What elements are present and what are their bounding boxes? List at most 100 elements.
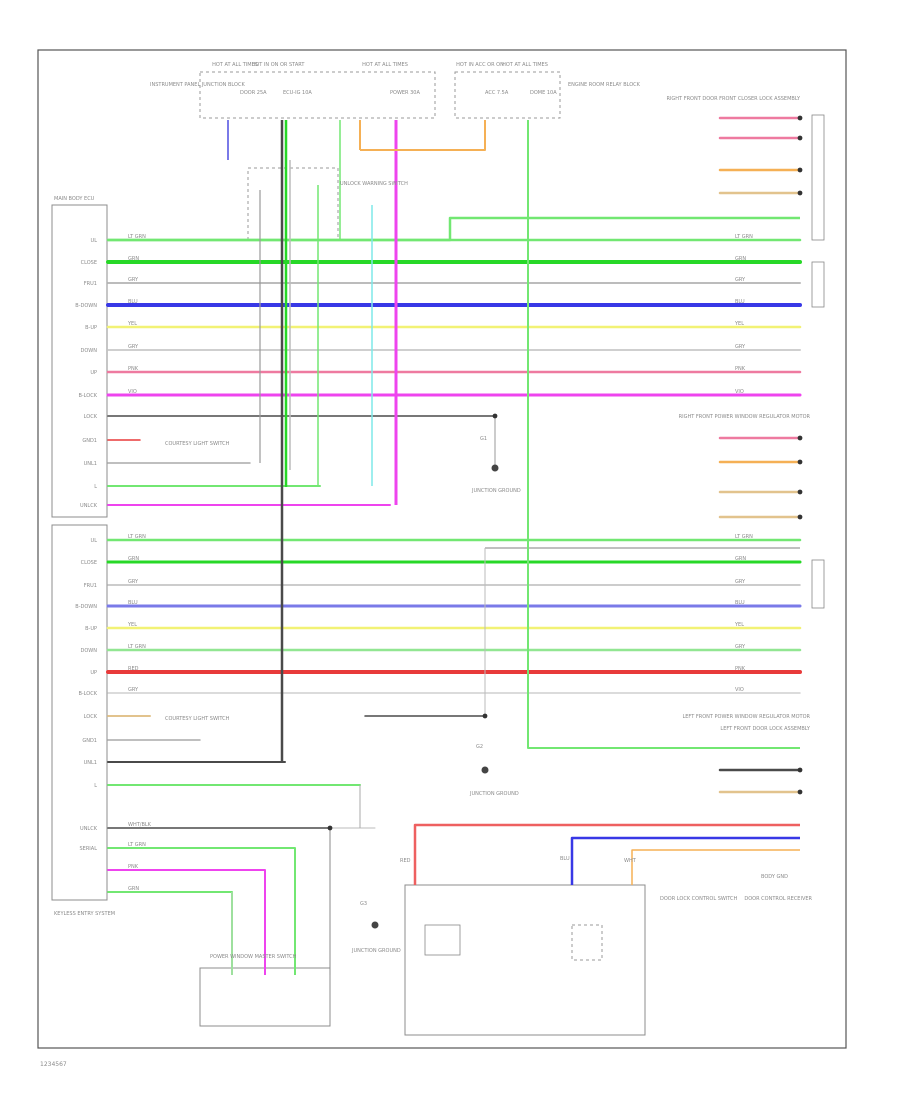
fuse-box-engine bbox=[454, 71, 561, 119]
fuse-name: ACC 7.5A bbox=[485, 90, 509, 96]
marks-layer bbox=[327, 115, 803, 929]
wire-color-label: GRY bbox=[128, 687, 139, 693]
wire-color-label-right: GRY bbox=[735, 644, 746, 650]
key-switch-label: UNLOCK WARNING SWITCH bbox=[340, 181, 408, 187]
wire-color-label: WHT/BLK bbox=[128, 822, 152, 828]
fuse-caption: HOT IN ACC OR ON bbox=[456, 62, 504, 68]
wire-color-label-right: VIO bbox=[735, 687, 744, 693]
motor-inner-box bbox=[424, 924, 461, 956]
connector-pin bbox=[797, 435, 803, 441]
pin-label: UP bbox=[90, 670, 97, 676]
lower-orange-wire bbox=[631, 849, 800, 885]
ground-g1 bbox=[491, 464, 499, 472]
master-switch-box bbox=[199, 967, 331, 1027]
wire-color-label: RED bbox=[128, 666, 139, 672]
wire-color-label: YEL bbox=[127, 321, 137, 327]
left-door-lock-outline bbox=[811, 559, 825, 609]
pin-label: UP bbox=[90, 370, 97, 376]
pin-label: B-DOWN bbox=[75, 303, 97, 309]
splice-upper bbox=[492, 413, 498, 419]
ground-g3 bbox=[371, 921, 379, 929]
ground-point bbox=[491, 464, 499, 472]
wire-color-label-right: BLU bbox=[735, 600, 745, 606]
pin-label: LOCK bbox=[84, 414, 98, 420]
pin-label: SERIAL bbox=[80, 846, 98, 852]
courtesy-label-r: COURTESY LIGHT SWITCH bbox=[165, 441, 230, 447]
wire-color-label: RED bbox=[400, 858, 411, 864]
main-body-ecu-label: MAIN BODY ECU bbox=[54, 196, 95, 202]
wire-color-label: LT GRN bbox=[128, 234, 146, 240]
main-body-ecu-box bbox=[51, 204, 108, 518]
master-switch-label: POWER WINDOW MASTER SWITCH bbox=[210, 954, 297, 960]
connector-pin bbox=[797, 167, 803, 173]
ground-label: JUNCTION GROUND bbox=[351, 948, 401, 954]
fuse-caption: HOT AT ALL TIMES bbox=[362, 62, 408, 68]
lower-red-wire bbox=[413, 823, 800, 885]
pin-label: LOCK bbox=[84, 714, 98, 720]
wire-color-label: GRY bbox=[128, 277, 139, 283]
footer-code: 1234567 bbox=[40, 1061, 67, 1068]
wire-color-label: GRN bbox=[128, 886, 139, 892]
pin-label: GND1 bbox=[82, 438, 97, 444]
pin-label: FRU1 bbox=[84, 281, 97, 287]
wire-color-label-right: LT GRN bbox=[735, 534, 753, 540]
fuse-caption: HOT AT ALL TIMES bbox=[502, 62, 548, 68]
wire-color-label-right: GRN bbox=[735, 556, 746, 562]
ground-label: G3 bbox=[360, 901, 367, 907]
connector-pin bbox=[797, 789, 803, 795]
pin-label: UNL1 bbox=[84, 461, 97, 467]
ground-label: JUNCTION GROUND bbox=[471, 488, 521, 494]
lt-green-top-route bbox=[108, 216, 800, 242]
pin-label: B-LOCK bbox=[78, 393, 97, 399]
pin-label: UNLCK bbox=[80, 826, 98, 832]
ground-point bbox=[371, 921, 379, 929]
wire-color-label: GRY bbox=[128, 579, 139, 585]
door-control-label: DOOR CONTROL RECEIVER bbox=[744, 896, 812, 902]
pin-label: CLOSE bbox=[81, 260, 97, 266]
pin-label: B-UP bbox=[85, 325, 97, 331]
pin-label: GND1 bbox=[82, 738, 97, 744]
wire-color-label: PNK bbox=[128, 864, 139, 870]
fuse-caption: HOT IN ON OR START bbox=[252, 62, 306, 68]
wire-color-label-right: YEL bbox=[734, 622, 744, 628]
fuse-name: ECU-IG 10A bbox=[283, 90, 312, 96]
pin-label: L bbox=[94, 783, 97, 789]
pin-label: FRU1 bbox=[84, 583, 97, 589]
motor-sensor-box bbox=[571, 924, 603, 961]
pin-label: UL bbox=[91, 238, 98, 244]
fuse-box-instrument bbox=[199, 71, 436, 119]
orange-route bbox=[360, 120, 486, 151]
cutout-label: DOOR LOCK CONTROL SWITCH bbox=[660, 896, 738, 902]
right-window-motor-outline bbox=[811, 114, 825, 241]
keyless-label: KEYLESS ENTRY SYSTEM bbox=[54, 911, 115, 917]
pin-label: UNL1 bbox=[84, 760, 97, 766]
fuse-name: DOME 10A bbox=[530, 90, 557, 96]
wire-color-label-right: GRY bbox=[735, 277, 746, 283]
connector-pin bbox=[797, 514, 803, 520]
ground-label: G1 bbox=[480, 436, 487, 442]
wire-color-label-right: VIO bbox=[735, 389, 744, 395]
connector-pin bbox=[797, 135, 803, 141]
lower-blue-wire bbox=[570, 836, 800, 885]
pin-label: DOWN bbox=[81, 648, 98, 654]
wire-color-label-right: PNK bbox=[735, 366, 746, 372]
splice-switch bbox=[327, 825, 333, 831]
ground-label: G2 bbox=[476, 744, 483, 750]
connector-pin bbox=[797, 115, 803, 121]
fuse-name: POWER 30A bbox=[390, 90, 420, 96]
wire-color-label: WHT bbox=[624, 858, 637, 864]
right-window-label: RIGHT FRONT POWER WINDOW REGULATOR MOTOR bbox=[679, 414, 811, 420]
wire-color-label: YEL bbox=[127, 622, 137, 628]
ground-point bbox=[481, 766, 489, 774]
connector-pin bbox=[797, 190, 803, 196]
wire-color-label: PNK bbox=[128, 366, 139, 372]
front-door-lock-label: RIGHT FRONT DOOR FRONT CLOSER LOCK ASSEM… bbox=[666, 96, 800, 102]
instrument-panel-label: INSTRUMENT PANEL JUNCTION BLOCK bbox=[150, 82, 245, 88]
pin-label: B-LOCK bbox=[78, 691, 97, 697]
connector-pin bbox=[797, 459, 803, 465]
pin-label: UNLCK bbox=[80, 503, 98, 509]
connector-pin bbox=[797, 767, 803, 773]
wire-color-label-right: PNK bbox=[735, 666, 746, 672]
